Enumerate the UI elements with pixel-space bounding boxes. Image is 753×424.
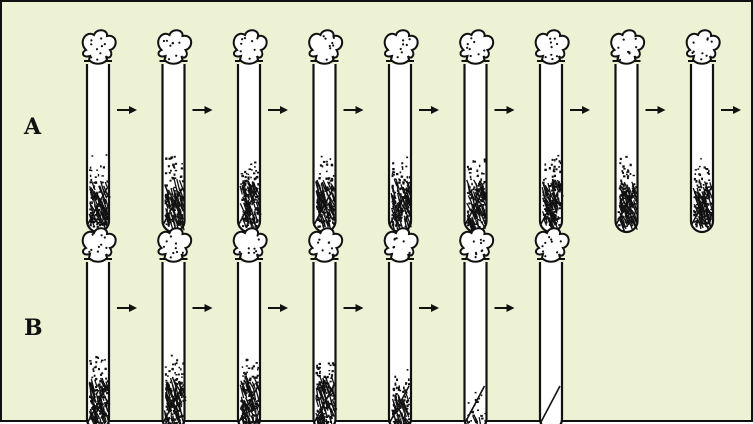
transfer-arrow-b-2 bbox=[193, 304, 213, 312]
tube-a-3 bbox=[234, 30, 267, 233]
tube-a-2 bbox=[158, 30, 191, 232]
transfer-arrow-a-3 bbox=[268, 106, 288, 114]
cotton-plug bbox=[234, 228, 267, 262]
cotton-plug bbox=[309, 30, 342, 64]
transfer-arrow-b-5 bbox=[419, 304, 439, 312]
tube-a-4 bbox=[309, 30, 342, 232]
cotton-plug bbox=[460, 228, 493, 262]
tube-b-3 bbox=[234, 228, 267, 424]
transfer-arrow-a-4 bbox=[344, 106, 364, 114]
tube-b-4 bbox=[309, 228, 342, 424]
transfer-arrow-b-3 bbox=[268, 304, 288, 312]
tube-a-5 bbox=[385, 30, 418, 233]
tube-b-1 bbox=[83, 228, 116, 424]
tube-a-6 bbox=[460, 30, 493, 233]
transfer-arrow-a-2 bbox=[193, 106, 213, 114]
transfer-arrow-b-4 bbox=[344, 304, 364, 312]
cotton-plug bbox=[385, 228, 418, 262]
tube-b-5 bbox=[385, 228, 418, 424]
transfer-arrow-b-1 bbox=[117, 304, 137, 312]
transfer-arrow-a-9 bbox=[721, 106, 741, 114]
cotton-plug bbox=[536, 228, 569, 262]
cotton-plug bbox=[83, 30, 116, 64]
tube-b-2 bbox=[158, 228, 191, 424]
cotton-plug bbox=[460, 30, 493, 64]
tube-a-9 bbox=[687, 30, 720, 232]
transfer-arrow-a-6 bbox=[495, 106, 515, 114]
cotton-plug bbox=[536, 30, 569, 64]
transfer-arrow-a-8 bbox=[646, 106, 666, 114]
tube-a-8 bbox=[611, 30, 644, 232]
cotton-plug bbox=[83, 228, 116, 262]
cotton-plug bbox=[385, 30, 418, 64]
cotton-plug bbox=[234, 30, 267, 64]
tube-b-7 bbox=[536, 228, 569, 424]
cotton-plug bbox=[611, 30, 644, 64]
transfer-arrow-a-1 bbox=[117, 106, 137, 114]
tube-a-1 bbox=[83, 30, 116, 232]
cotton-plug bbox=[158, 30, 191, 64]
transfer-arrow-a-7 bbox=[570, 106, 590, 114]
cotton-plug bbox=[687, 30, 720, 64]
cotton-plug bbox=[158, 228, 191, 262]
tube-a-7 bbox=[536, 30, 569, 233]
cotton-plug bbox=[309, 228, 342, 262]
transfer-arrow-b-6 bbox=[495, 304, 515, 312]
tube-b-6 bbox=[460, 228, 493, 424]
transfer-arrow-a-5 bbox=[419, 106, 439, 114]
